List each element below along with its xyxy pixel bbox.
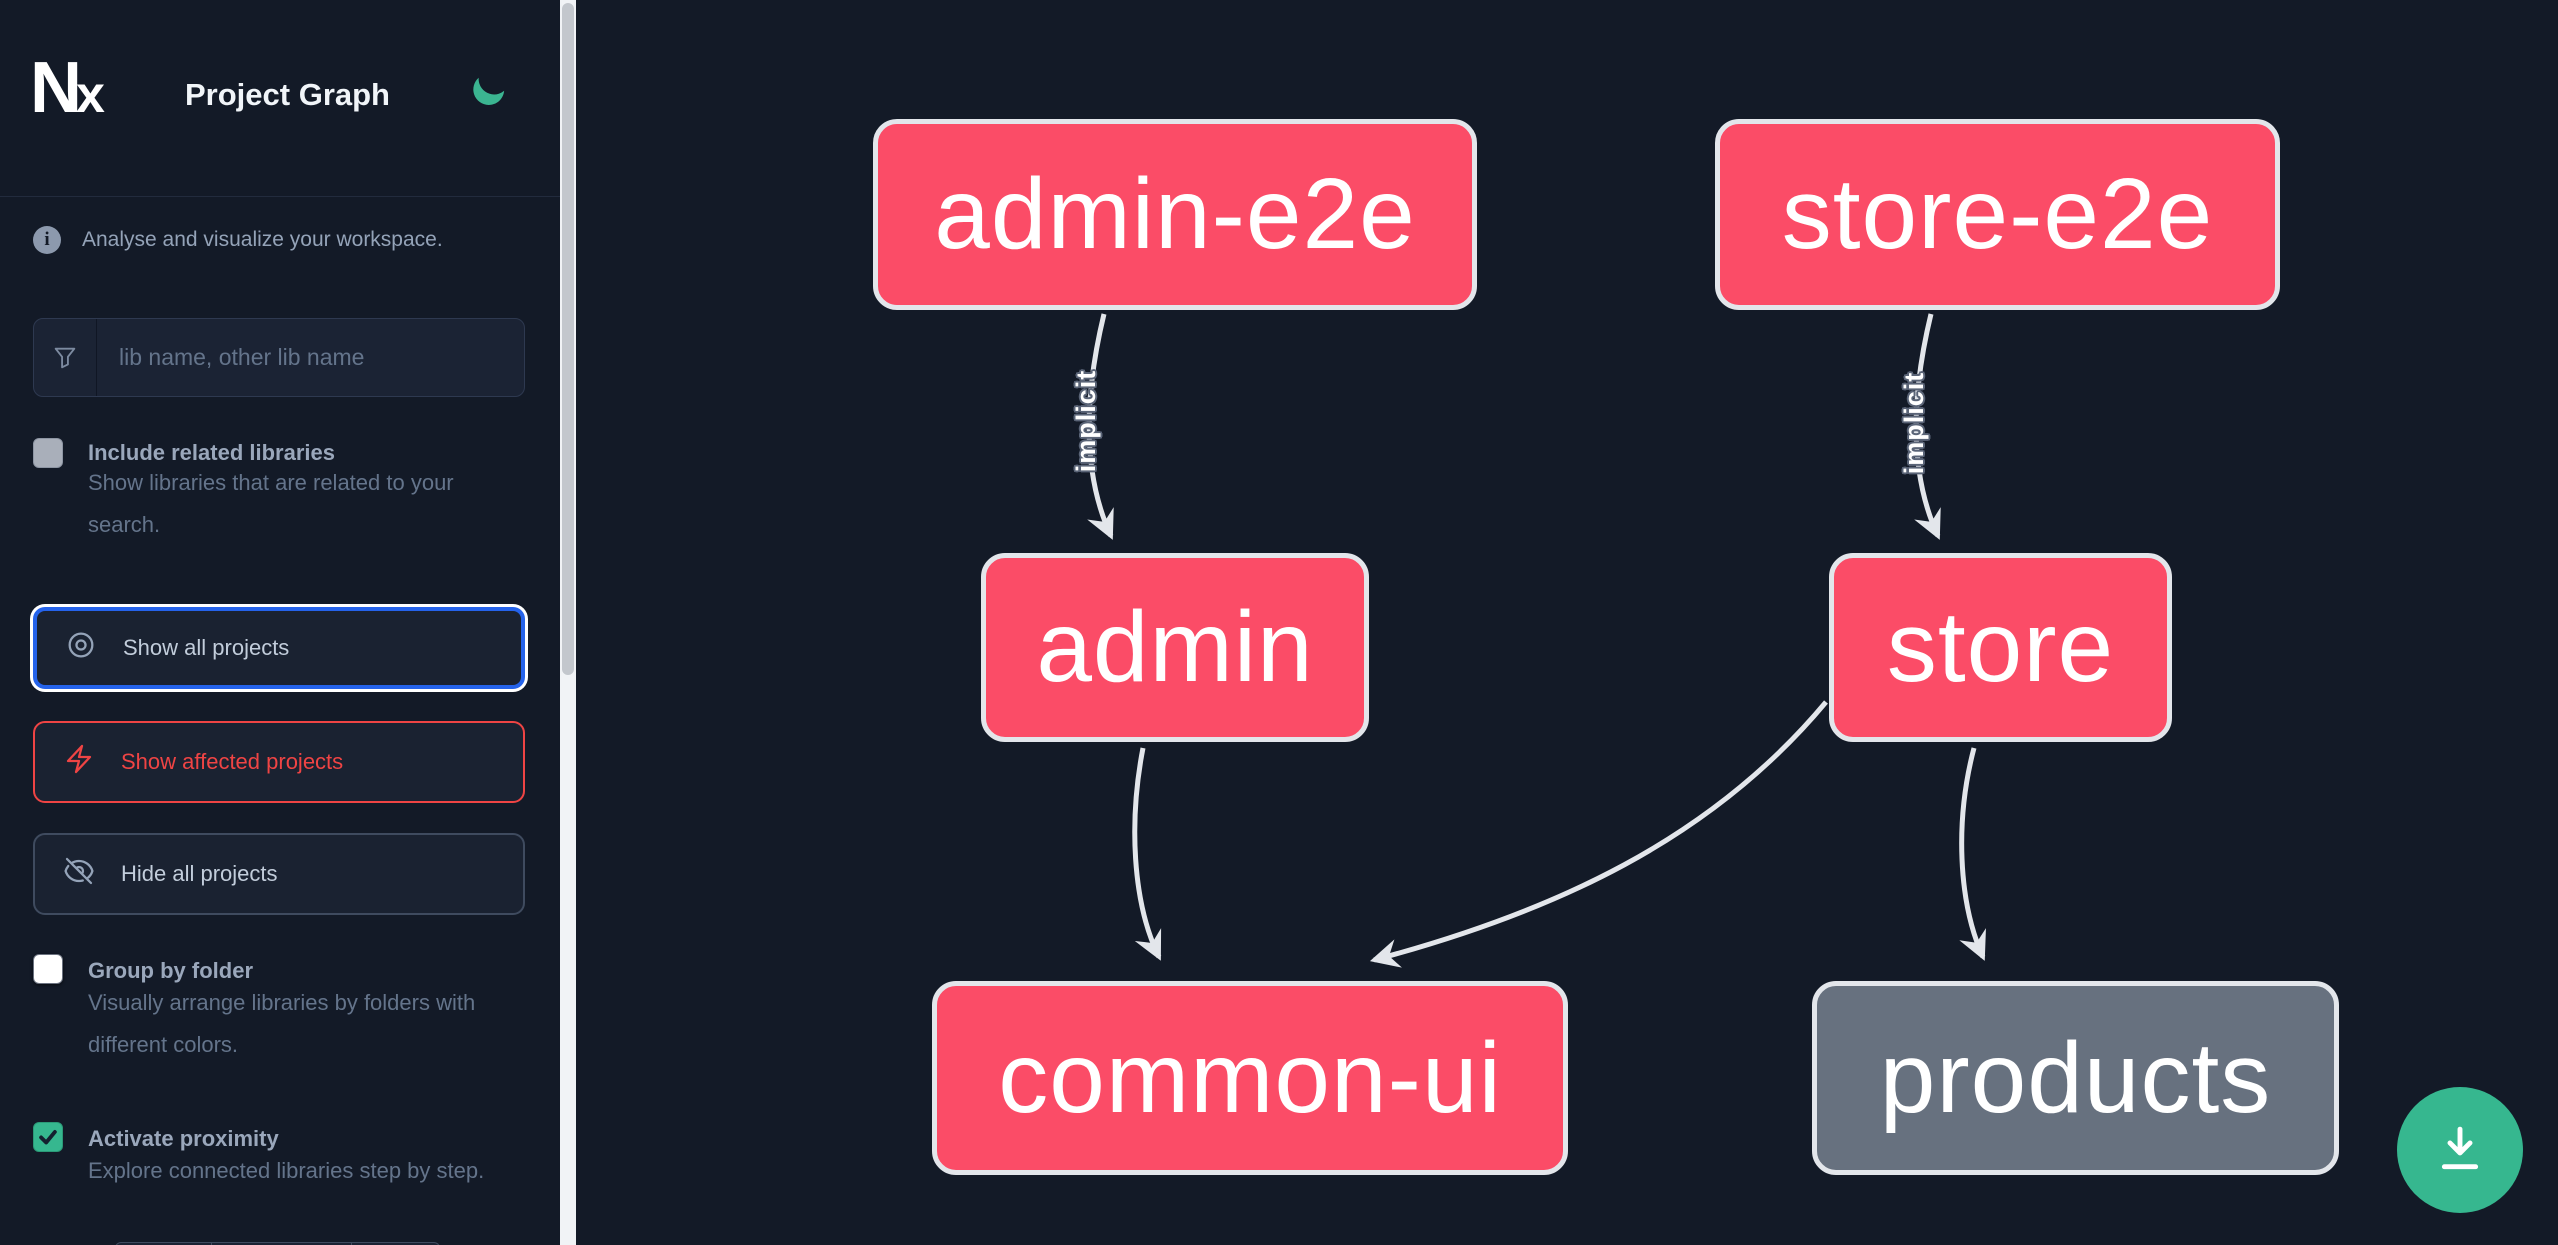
download-graph-button[interactable] bbox=[2397, 1087, 2523, 1213]
check-icon bbox=[39, 1130, 57, 1145]
workspace-tagline-row: i Analyse and visualize your workspace. bbox=[33, 226, 533, 254]
search-input[interactable] bbox=[97, 319, 524, 396]
funnel-icon bbox=[34, 319, 97, 396]
show-all-projects-label: Show all projects bbox=[123, 635, 290, 660]
node-label: store bbox=[1886, 591, 2115, 703]
include-related-label: Include related libraries bbox=[88, 440, 335, 465]
segment-divider bbox=[211, 1243, 212, 1245]
group-by-folder-checkbox[interactable] bbox=[33, 954, 63, 984]
group-by-folder-label: Group by folder bbox=[88, 958, 253, 983]
node-label: common-ui bbox=[998, 1021, 1502, 1134]
header-divider bbox=[0, 196, 560, 197]
nx-logo-n: N bbox=[30, 48, 82, 128]
hide-all-projects-label: Hide all projects bbox=[121, 861, 278, 886]
project-node-admin[interactable]: admin bbox=[981, 553, 1369, 742]
sidebar-scrollbar-track bbox=[560, 0, 576, 1245]
page-title: Project Graph bbox=[185, 77, 390, 112]
node-label: admin bbox=[1036, 591, 1314, 703]
sidebar-scrollbar-thumb[interactable] bbox=[562, 3, 574, 675]
show-affected-projects-button[interactable]: Show affected projects bbox=[33, 721, 525, 803]
activate-proximity-label: Activate proximity bbox=[88, 1126, 279, 1151]
show-all-projects-button[interactable]: Show all projects bbox=[33, 607, 525, 689]
edge-label-implicit: implicit bbox=[1071, 369, 1101, 473]
eye-icon bbox=[65, 629, 97, 667]
group-by-folder-description: Visually arrange libraries by folders wi… bbox=[88, 990, 476, 1057]
info-icon: i bbox=[33, 226, 61, 254]
bolt-icon bbox=[63, 743, 95, 781]
moon-icon bbox=[469, 77, 507, 113]
include-related-description: Show libraries that are related to your … bbox=[88, 470, 454, 537]
node-label: products bbox=[1879, 1021, 2272, 1134]
include-related-checkbox[interactable] bbox=[33, 438, 63, 468]
edge-store-common-ui bbox=[1369, 700, 1828, 968]
workspace-tagline: Analyse and visualize your workspace. bbox=[82, 228, 443, 251]
segment-divider bbox=[351, 1243, 352, 1245]
project-filter-field bbox=[33, 318, 525, 397]
edge-admin-e2e-admin bbox=[1086, 313, 1114, 540]
node-label: admin-e2e bbox=[934, 158, 1416, 270]
nx-logo: Nx bbox=[30, 52, 105, 124]
activate-proximity-checkbox[interactable] bbox=[33, 1122, 63, 1152]
show-affected-projects-label: Show affected projects bbox=[121, 749, 344, 774]
edge-label-implicit: implicit bbox=[1899, 371, 1929, 475]
edge-admin-common-ui bbox=[1132, 747, 1162, 961]
edge-store-products bbox=[1959, 747, 1986, 961]
dependency-edges bbox=[1086, 313, 1986, 968]
project-node-common-ui[interactable]: common-ui bbox=[932, 981, 1568, 1175]
theme-toggle-button[interactable] bbox=[466, 70, 510, 114]
eye-slash-icon bbox=[63, 855, 95, 893]
project-node-store[interactable]: store bbox=[1829, 553, 2172, 742]
project-node-admin-e2e[interactable]: admin-e2e bbox=[873, 119, 1477, 310]
activate-proximity-description: Explore connected libraries step by step… bbox=[88, 1158, 485, 1183]
node-label: store-e2e bbox=[1781, 158, 2214, 270]
edge-store-e2e-store bbox=[1913, 313, 1941, 540]
graph-canvas[interactable]: admin-e2e store-e2e admin store common-u… bbox=[576, 0, 2558, 1245]
download-icon bbox=[2432, 1121, 2488, 1180]
hide-all-projects-button[interactable]: Hide all projects bbox=[33, 833, 525, 915]
project-node-store-e2e[interactable]: store-e2e bbox=[1715, 119, 2280, 310]
nx-logo-x: x bbox=[76, 66, 105, 124]
project-node-products[interactable]: products bbox=[1812, 981, 2339, 1175]
sidebar: Nx Project Graph i Analyse and visualize… bbox=[0, 0, 560, 1245]
